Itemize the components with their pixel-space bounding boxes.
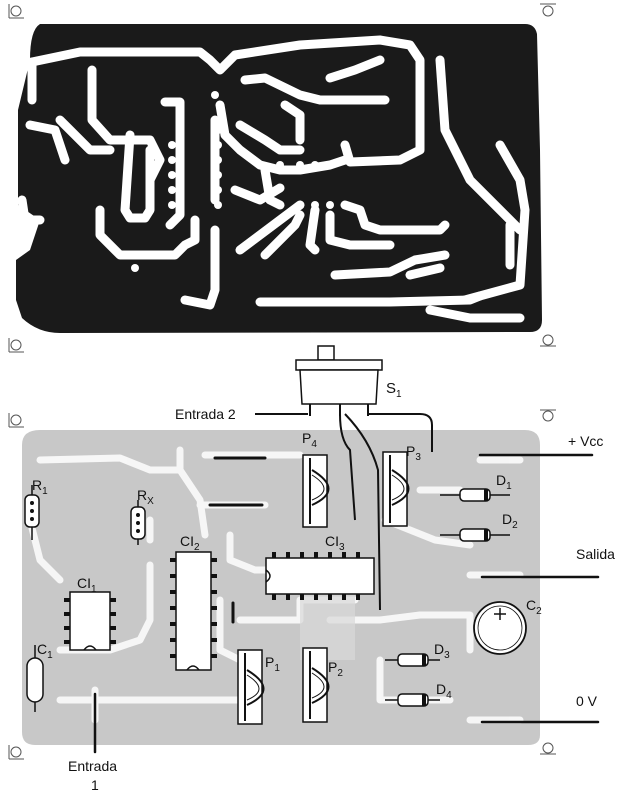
- potentiometer-p1: P1: [237, 649, 280, 725]
- gnd-label: 0 V: [576, 693, 598, 709]
- ic-ci3: CI3: [265, 533, 375, 600]
- c1-label: C1: [37, 641, 53, 661]
- potentiometer-p4: P4: [302, 430, 330, 528]
- d3-label: D3: [434, 641, 450, 661]
- external-wires: [93, 453, 600, 754]
- ci1-label: CI1: [77, 575, 97, 595]
- resistor-rx: RX: [130, 487, 154, 545]
- jumper-wires: [208, 456, 267, 624]
- switch-s1: S1: [295, 345, 402, 416]
- component-layout: S1 Entrada 2 P4 P3: [8, 345, 615, 793]
- p1-label: P1: [265, 654, 280, 674]
- ic-ci2: CI2: [170, 533, 217, 671]
- d2-label: D2: [502, 511, 518, 531]
- switch-wires: [255, 413, 433, 611]
- copper-isolation-channels: [17, 35, 530, 323]
- rx-label: RX: [137, 487, 154, 507]
- p2-label: P2: [328, 659, 343, 679]
- capacitor-c1: C1: [26, 641, 53, 712]
- potentiometer-p3: P3: [382, 443, 421, 527]
- r1-label: R1: [32, 477, 48, 497]
- diode-d3: D3: [385, 641, 450, 667]
- diode-d1: D1: [440, 472, 512, 502]
- copper-pads: [21, 56, 514, 314]
- d1-label: D1: [496, 472, 512, 492]
- p4-label: P4: [302, 430, 317, 450]
- copper-layout: [8, 3, 556, 353]
- diode-d2: D2: [440, 511, 518, 542]
- c2-label: C2: [526, 597, 542, 617]
- ci3-label: CI3: [325, 533, 345, 553]
- entrada-1-label-line1: Entrada: [68, 758, 117, 774]
- potentiometer-p2: P2: [302, 647, 343, 723]
- resistor-r1: R1: [24, 477, 48, 540]
- ci2-label: CI2: [180, 533, 200, 553]
- salida-label: Salida: [576, 546, 615, 562]
- vcc-label: + Vcc: [568, 433, 603, 449]
- entrada-2-label: Entrada 2: [175, 406, 236, 422]
- registration-marks-bottom: [8, 409, 556, 760]
- p3-label: P3: [406, 443, 421, 463]
- diode-d4: D4: [385, 681, 452, 707]
- capacitor-c2: C2: [473, 597, 542, 655]
- ic-ci1: CI1: [64, 575, 116, 651]
- registration-marks-top: [8, 3, 556, 353]
- s1-label: S1: [386, 380, 402, 400]
- d4-label: D4: [436, 681, 452, 701]
- entrada-1-label-line2: 1: [91, 777, 99, 793]
